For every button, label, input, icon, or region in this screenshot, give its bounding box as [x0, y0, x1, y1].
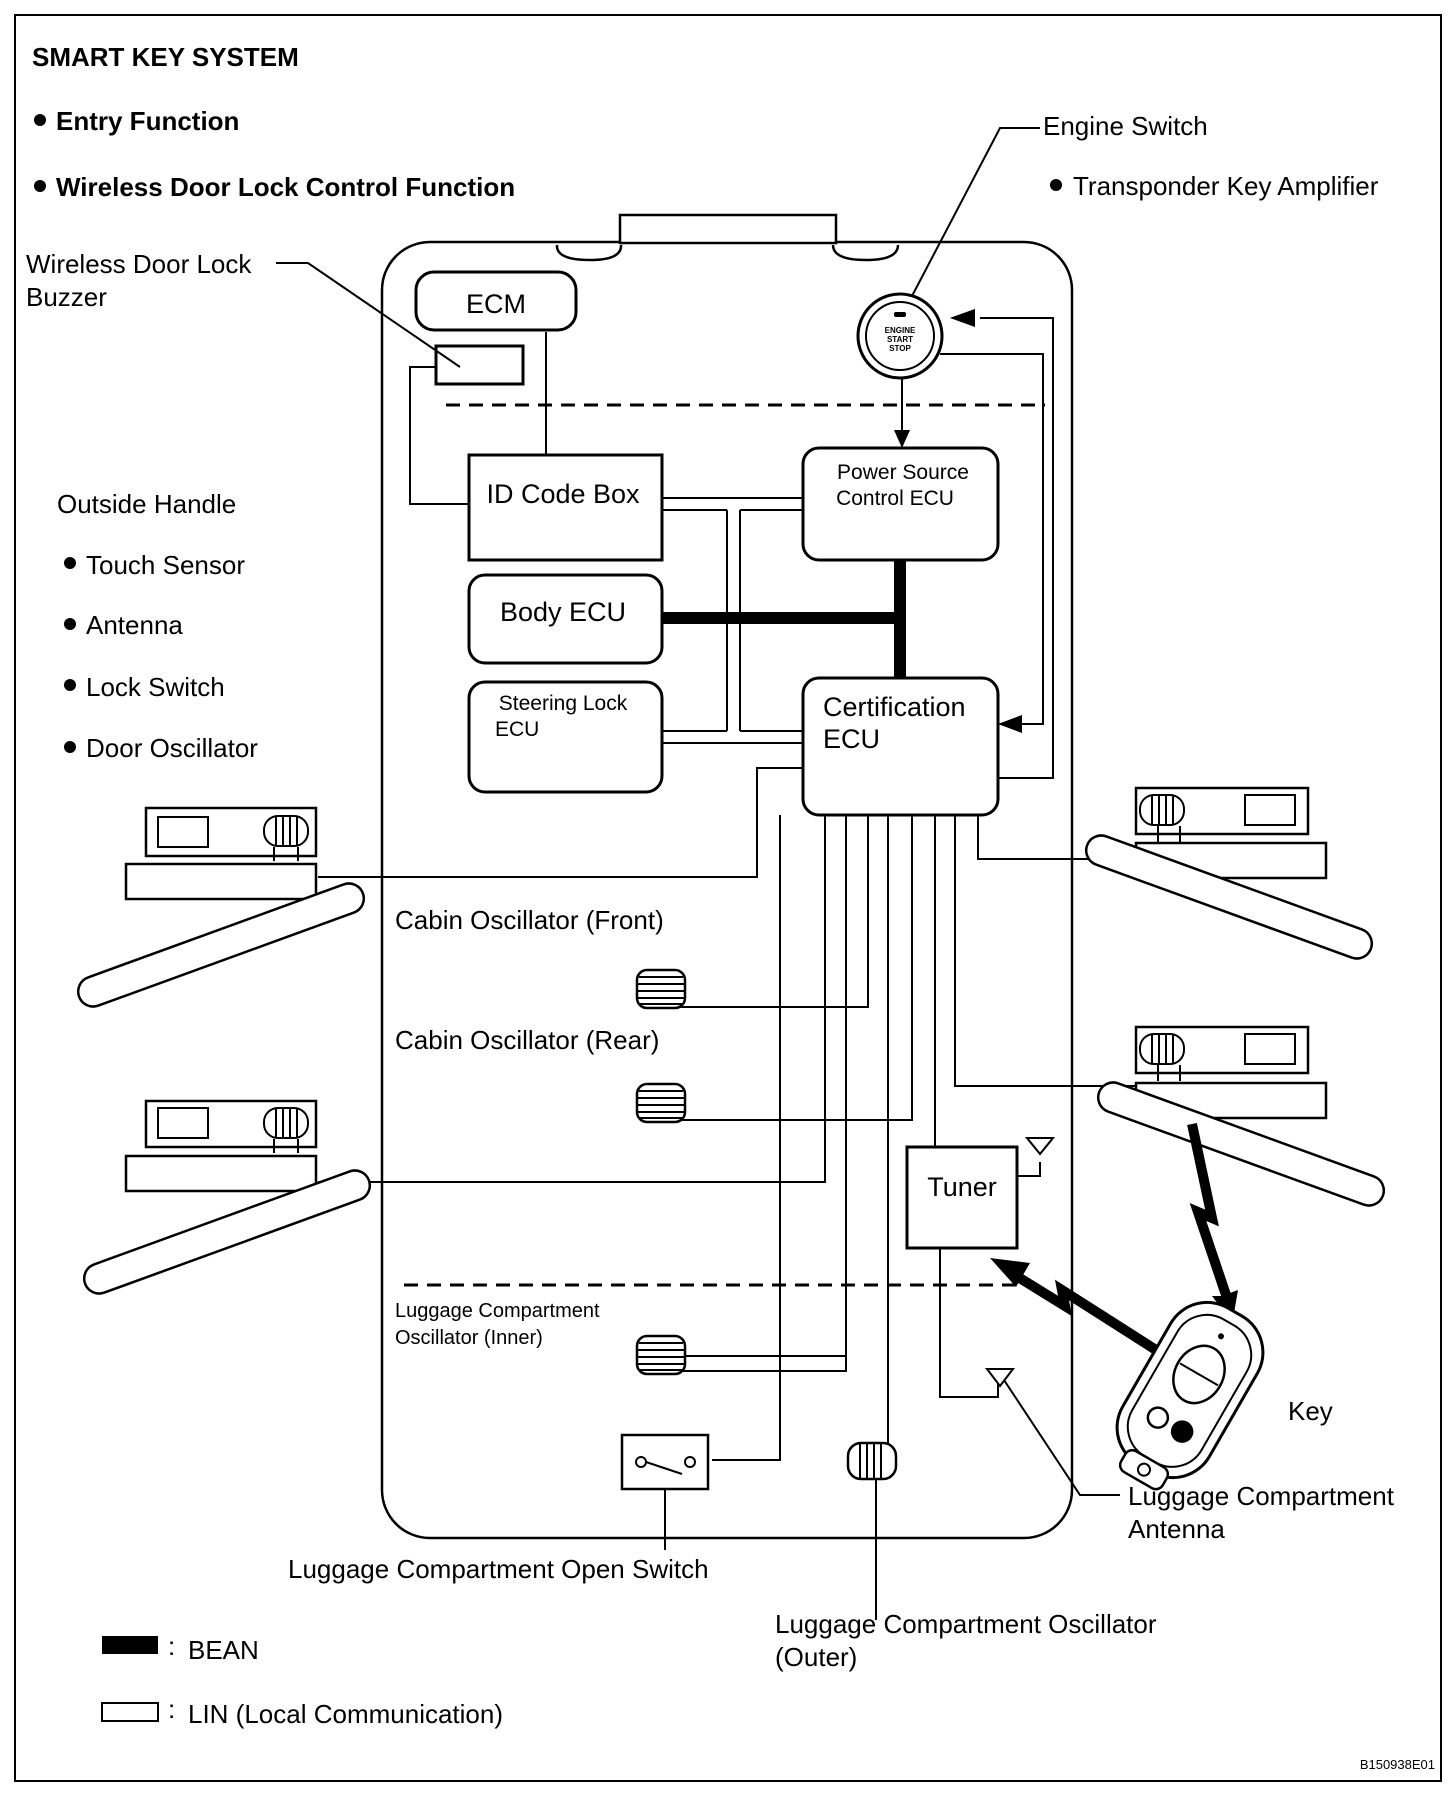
power-source-control-ecu: Power Source Control ECU — [801, 446, 1000, 562]
luggage-outer-label-line1: Luggage Compartment Oscillator — [775, 1609, 1157, 1639]
handle-item-antenna: Antenna — [86, 610, 183, 640]
figure-code: B150938E01 — [1360, 1757, 1435, 1772]
engine-start-stop-button: ENGINE START STOP — [856, 292, 944, 380]
certification-ecu-label-line1: Certification — [823, 692, 966, 722]
vehicle-outline — [380, 213, 1074, 1540]
key-label: Key — [1288, 1396, 1333, 1426]
transponder-label: Transponder Key Amplifier — [1073, 171, 1379, 201]
legend-separator-1: : — [168, 1631, 175, 1661]
luggage-oscillator-outer-icon — [846, 1441, 898, 1481]
diagram-frame — [14, 14, 1442, 1782]
handle-item-door-oscillator: Door Oscillator — [86, 733, 258, 763]
bullet-icon — [64, 741, 76, 753]
engine-switch-label: Engine Switch — [1043, 111, 1208, 141]
ecm-box: ECM — [414, 270, 578, 332]
cabin-oscillator-rear-label: Cabin Oscillator (Rear) — [395, 1025, 659, 1055]
certification-ecu: Certification ECU — [801, 676, 1000, 817]
outside-handle-label: Outside Handle — [57, 489, 236, 519]
power-source-label-line1: Power Source — [837, 461, 969, 484]
tuner-antenna-icon — [1024, 1137, 1056, 1156]
bullet-icon — [34, 180, 46, 192]
luggage-antenna-leader — [1003, 1379, 1120, 1496]
door-handle-front-right — [1084, 786, 1374, 960]
door-handle-rear-right — [1096, 1025, 1386, 1207]
wiring — [318, 309, 1136, 1461]
legend-bean-label: BEAN — [188, 1635, 259, 1665]
cabin-oscillator-front-label: Cabin Oscillator (Front) — [395, 905, 664, 935]
engine-button-text-2: START — [887, 335, 913, 344]
cabin-oscillator-rear-icon — [635, 1082, 687, 1124]
bullet-icon — [1050, 179, 1062, 191]
engine-button-text-3: STOP — [889, 344, 911, 353]
id-code-box: ID Code Box — [467, 453, 664, 562]
legend-lin-swatch — [101, 1702, 159, 1722]
steering-lock-ecu: Steering Lock ECU — [467, 680, 664, 794]
door-handle-front-left — [76, 806, 366, 1008]
luggage-outer-label-line2: (Outer) — [775, 1642, 857, 1672]
legend-bean-swatch — [102, 1636, 158, 1654]
buzzer-label-line1: Wireless Door Lock — [26, 249, 252, 279]
power-source-label-line2: Control ECU — [836, 487, 954, 510]
engine-switch-leader — [911, 127, 1040, 297]
steering-lock-label-line2: ECU — [495, 718, 539, 741]
luggage-inner-label-line2: Oscillator (Inner) — [395, 1327, 543, 1349]
id-code-box-label: ID Code Box — [486, 479, 640, 509]
door-handle-rear-left — [82, 1099, 372, 1295]
certification-ecu-label-line2: ECU — [823, 724, 880, 754]
buzzer-leader — [276, 262, 461, 368]
cabin-oscillator-front-icon — [635, 968, 687, 1010]
function-entry: Entry Function — [56, 106, 239, 136]
handle-item-lock-switch: Lock Switch — [86, 672, 225, 702]
bullet-icon — [64, 557, 76, 569]
luggage-open-switch-label: Luggage Compartment Open Switch — [288, 1554, 709, 1584]
luggage-antenna-icon — [984, 1368, 1016, 1388]
function-wireless-door-lock: Wireless Door Lock Control Function — [56, 172, 515, 202]
signal-to-tuner-icon — [990, 1258, 1159, 1355]
legend-separator-2: : — [168, 1694, 175, 1724]
body-ecu-label: Body ECU — [500, 597, 626, 627]
ecm-label: ECM — [466, 289, 526, 319]
buzzer-box — [434, 344, 525, 386]
luggage-antenna-label-line1: Luggage Compartment — [1128, 1481, 1395, 1511]
diagram-title: SMART KEY SYSTEM — [32, 42, 299, 72]
legend-lin-label: LIN (Local Communication) — [188, 1699, 503, 1729]
luggage-antenna-label-line2: Antenna — [1128, 1514, 1225, 1544]
luggage-inner-label-line1: Luggage Compartment — [395, 1300, 600, 1322]
body-ecu: Body ECU — [467, 573, 664, 665]
luggage-open-switch-icon — [620, 1433, 710, 1491]
tuner-label: Tuner — [927, 1172, 997, 1202]
steering-lock-label-line1: Steering Lock — [499, 692, 628, 715]
tuner-box: Tuner — [905, 1145, 1019, 1250]
smart-key-fob-icon — [1115, 1300, 1265, 1491]
handle-item-touch-sensor: Touch Sensor — [86, 550, 245, 580]
bullet-icon — [34, 114, 46, 126]
buzzer-label-line2: Buzzer — [26, 282, 107, 312]
engine-button-text-1: ENGINE — [885, 326, 916, 335]
bullet-icon — [64, 618, 76, 630]
bullet-icon — [64, 679, 76, 691]
luggage-oscillator-inner-icon — [635, 1334, 687, 1376]
